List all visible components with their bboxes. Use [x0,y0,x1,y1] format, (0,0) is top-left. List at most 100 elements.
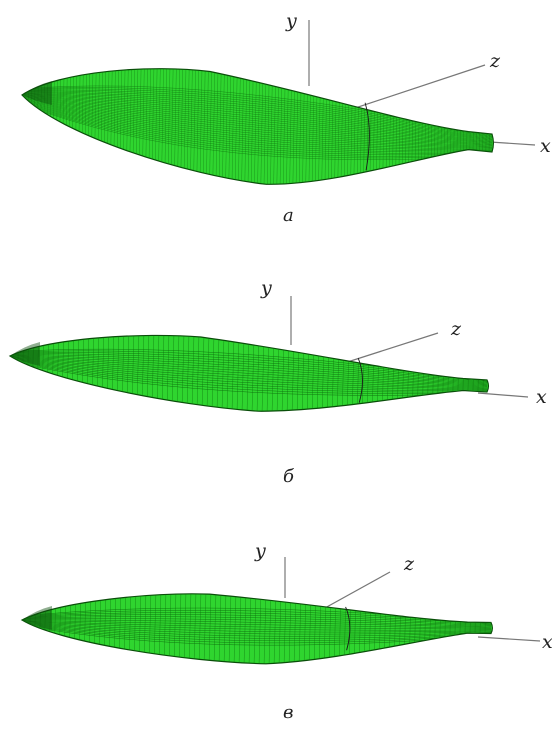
mesh-ring [193,593,197,664]
mesh-line [10,361,488,396]
mesh-line [10,356,488,388]
mesh-line [10,353,488,384]
mesh-ring [302,77,305,185]
mesh-ring [193,68,196,180]
mesh-line [10,354,488,385]
hull-shading-c [22,606,52,630]
mesh-line [10,350,488,382]
mesh-ring [222,69,225,183]
mesh-ring [211,335,215,411]
mesh-ring [267,74,270,185]
mesh-ring [173,593,177,664]
mesh-ring [148,593,152,664]
mesh-line [22,614,492,626]
mesh-ring [158,68,161,177]
mesh-ring [273,593,277,664]
mesh-ring [235,70,238,185]
mesh-ring [283,75,286,185]
mesh-line [10,353,488,384]
hull-section-line-c [345,606,351,651]
mesh-line [22,93,493,141]
mesh-line [22,94,493,144]
mesh-ring [248,593,252,664]
mesh-ring [303,593,307,664]
mesh-ring [279,75,283,185]
panel-b: y z x б [8,277,547,487]
z-axis-label-b: z [450,318,462,340]
mesh-ring [276,338,280,412]
mesh-line [22,99,493,150]
mesh-line [10,357,488,389]
mesh-ring [305,78,308,185]
mesh-ring [171,68,174,178]
hull-shading-b [10,342,40,366]
mesh-ring [311,78,315,185]
mesh-ring [201,335,205,411]
mesh-ring [142,68,145,175]
mesh-ring [151,68,155,176]
x-axis-line-c [477,636,541,642]
mesh-ring [181,335,185,409]
mesh-ring [166,335,170,409]
mesh-ring [228,593,232,664]
mesh-ring [141,335,145,407]
mesh-ring [180,68,183,179]
mesh-ring [183,593,187,664]
x-axis-label-c: x [542,631,552,653]
mesh-ring [263,73,267,185]
mesh-ring [226,335,230,412]
mesh-ring [273,74,276,185]
mesh-ring [131,335,135,406]
mesh-ring [251,337,255,412]
mesh-ring [228,70,231,184]
mesh-ring [223,593,227,664]
mesh-ring [178,593,182,664]
mesh-ring [221,335,225,412]
mesh-ring [196,335,200,410]
mesh-line [10,355,488,387]
mesh-line [22,101,493,153]
mesh-line [10,358,488,391]
mesh-line [10,358,488,390]
mesh-ring [487,96,491,185]
mesh-line [22,100,493,151]
mesh-ring [233,593,237,664]
mesh-ring [268,593,272,664]
hull-section-line-a [364,102,370,171]
mesh-ring [257,73,260,185]
mesh-ring [238,593,242,664]
mesh-ring [286,339,290,412]
x-axis-label-b: x [536,386,547,408]
mesh-line [22,101,493,154]
mesh-ring [261,337,265,412]
mesh-ring [318,79,321,185]
mesh-ring [295,77,299,185]
mesh-ring [246,336,250,412]
mesh-ring [465,94,468,185]
mesh-line [22,616,492,627]
mesh-ring [298,593,302,664]
mesh-ring [271,338,275,412]
mesh-ring [151,335,155,408]
mesh-ring [225,69,228,184]
mesh-ring [171,335,175,409]
mesh-ring [278,593,282,664]
mesh-line [22,102,493,156]
mesh-ring [203,68,206,181]
mesh-ring [183,68,187,179]
mesh-ring [481,96,484,185]
mesh-ring [161,68,164,177]
panel-c: y z x в [20,540,552,723]
mesh-ring [484,96,487,185]
mesh-ring [212,68,215,182]
mesh-ring [198,593,202,664]
x-axis-line-b [477,392,529,398]
mesh-ring [145,68,148,175]
z-axis-label-c: z [403,553,415,575]
y-axis-label-c: y [254,540,266,562]
mesh-line [22,99,493,149]
mesh-ring [276,75,279,185]
mesh-ring [321,79,324,185]
mesh-line [22,620,492,630]
mesh-ring [260,73,263,185]
